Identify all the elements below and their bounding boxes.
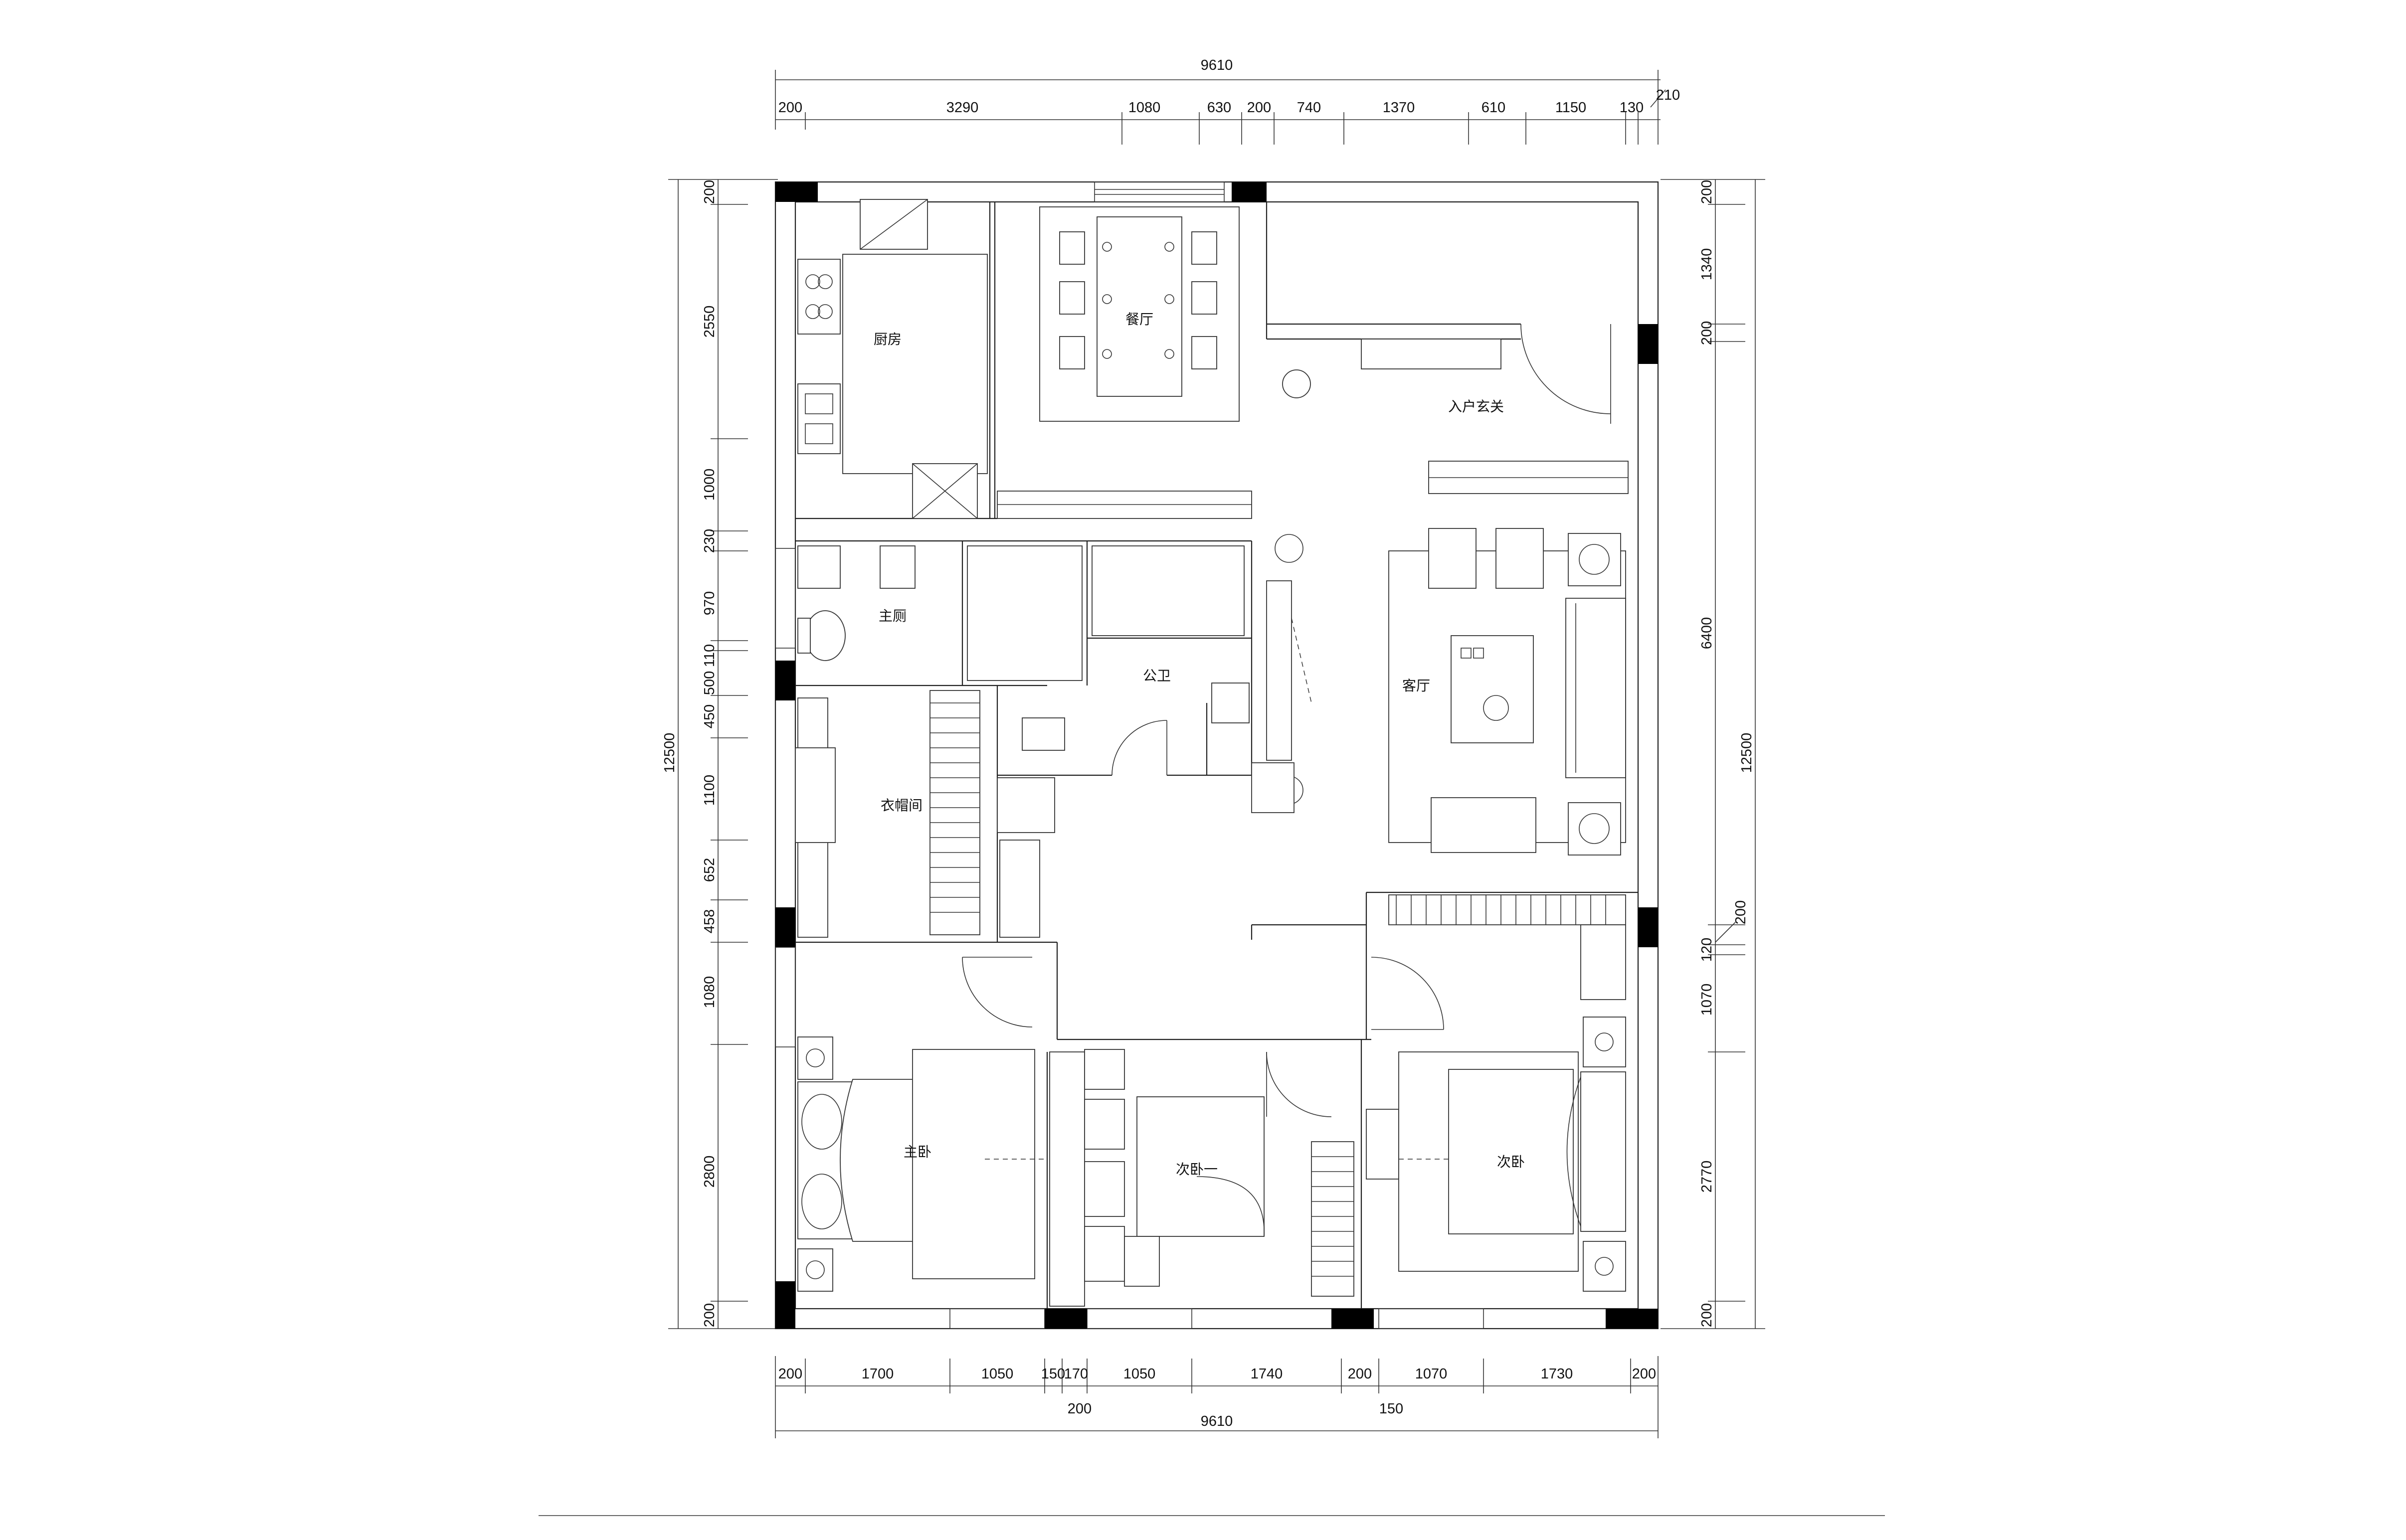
dim-left-11: 1080 <box>702 976 718 1009</box>
dim-right-6: 1070 <box>1699 984 1715 1016</box>
room-label-kitchen: 厨房 <box>874 331 902 347</box>
dim-bottom-6: 1740 <box>1251 1366 1283 1382</box>
dim-top-10: 210 <box>1656 87 1680 103</box>
dim-right-total: 12500 <box>1739 733 1755 773</box>
dim-bottom-total: 9610 <box>1201 1413 1233 1429</box>
dim-bottom-extra-0: 200 <box>1068 1401 1092 1417</box>
dim-bottom-9: 1730 <box>1541 1366 1573 1382</box>
living-room-furniture <box>1388 528 1626 856</box>
dim-left-8: 1100 <box>702 775 718 806</box>
room-labels: 厨房 餐厅 入户玄关 主厕 公卫 客厅 衣帽间 主卧 次卧一 次卧 <box>874 311 1525 1178</box>
dim-bottom-5: 1050 <box>1123 1366 1156 1382</box>
dim-left-0: 200 <box>702 180 718 204</box>
dim-right-3: 6400 <box>1699 617 1715 650</box>
bedroom-furniture <box>797 894 1626 1307</box>
dim-right-5: 120 <box>1699 938 1715 962</box>
dim-top-9: 130 <box>1620 100 1644 116</box>
dim-bottom-2: 1050 <box>981 1366 1014 1382</box>
dim-bottom-extra-1: 150 <box>1379 1401 1403 1417</box>
doors <box>962 324 1611 1117</box>
dimension-labels: 9610 200 3290 1080 630 200 740 1370 610 … <box>662 57 1755 1429</box>
dim-bottom-4: 170 <box>1064 1366 1088 1382</box>
entrance-cabinets <box>997 339 1629 519</box>
dim-right-0: 200 <box>1699 180 1715 204</box>
room-label-dining: 餐厅 <box>1125 311 1153 328</box>
dim-left-4: 970 <box>702 591 718 615</box>
dim-top-5: 740 <box>1297 100 1321 116</box>
dim-top-8: 1150 <box>1555 100 1586 116</box>
dim-top-6: 1370 <box>1383 100 1415 116</box>
room-label-living: 客厅 <box>1402 678 1430 694</box>
dim-right-7: 2770 <box>1699 1161 1715 1193</box>
room-label-second-bedroom-1: 次卧一 <box>1176 1161 1218 1178</box>
cloakroom-furniture <box>795 690 1055 938</box>
dim-top-total: 9610 <box>1201 57 1233 73</box>
room-label-cloakroom: 衣帽间 <box>881 797 923 814</box>
dim-bottom-1: 1700 <box>862 1366 894 1382</box>
dim-bottom-0: 200 <box>778 1366 802 1382</box>
room-label-second-bedroom: 次卧 <box>1497 1154 1525 1170</box>
dim-left-13: 200 <box>702 1303 718 1327</box>
dim-left-6: 500 <box>702 671 718 695</box>
dim-top-1: 3290 <box>946 100 979 116</box>
room-label-master-bath: 主厕 <box>879 608 907 624</box>
dim-right-4: 200 <box>1733 900 1749 924</box>
bathroom-fixtures <box>797 534 1312 813</box>
dim-top-2: 1080 <box>1128 100 1161 116</box>
dim-left-7: 450 <box>702 704 718 728</box>
room-label-public-bath: 公卫 <box>1143 668 1171 684</box>
dim-bottom-10: 200 <box>1632 1366 1656 1382</box>
dim-top-3: 630 <box>1207 100 1231 116</box>
dim-left-1: 2550 <box>702 306 718 338</box>
dim-right-8: 200 <box>1699 1303 1715 1327</box>
dim-top-7: 610 <box>1481 100 1505 116</box>
dim-right-2: 200 <box>1699 321 1715 345</box>
room-label-entrance: 入户玄关 <box>1448 398 1504 415</box>
dim-left-10: 458 <box>702 909 718 933</box>
dining-table-set <box>1039 206 1311 422</box>
dim-left-2: 1000 <box>702 469 718 501</box>
kitchen-fixtures <box>797 199 988 519</box>
dim-left-5: 110 <box>702 644 718 667</box>
dim-top-4: 200 <box>1247 100 1271 116</box>
dim-bottom-7: 200 <box>1348 1366 1372 1382</box>
dim-left-12: 2800 <box>702 1156 718 1188</box>
dim-bottom-8: 1070 <box>1415 1366 1448 1382</box>
columns <box>775 182 1658 1329</box>
room-label-master-bedroom: 主卧 <box>904 1144 931 1160</box>
dim-left-9: 652 <box>702 858 718 882</box>
dim-left-total: 12500 <box>662 733 678 773</box>
dim-top-0: 200 <box>778 100 802 116</box>
dim-left-3: 230 <box>702 529 718 553</box>
dim-right-1: 1340 <box>1699 248 1715 281</box>
dim-bottom-3: 150 <box>1041 1366 1065 1382</box>
dimension-lines <box>668 70 1765 1438</box>
